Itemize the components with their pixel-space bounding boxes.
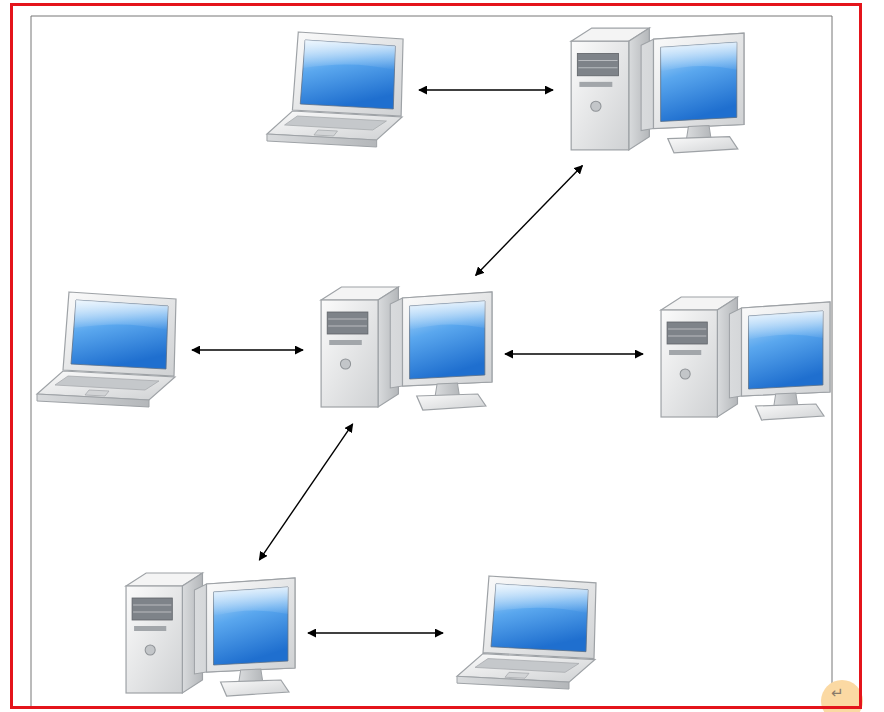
desktop-computer bbox=[120, 570, 296, 700]
laptop-computer bbox=[455, 574, 600, 692]
network-link bbox=[476, 166, 583, 276]
desktop-icon bbox=[315, 284, 493, 414]
laptop-icon bbox=[455, 574, 600, 692]
desktop-computer bbox=[655, 294, 831, 424]
inner-frame bbox=[832, 16, 833, 706]
network-link bbox=[419, 89, 553, 90]
inner-frame bbox=[31, 16, 832, 17]
network-link bbox=[192, 349, 303, 350]
network-link bbox=[308, 632, 443, 633]
desktop-icon bbox=[120, 570, 296, 700]
laptop-icon bbox=[35, 290, 180, 410]
laptop-computer bbox=[265, 30, 407, 150]
laptop-computer bbox=[35, 290, 180, 410]
inner-frame bbox=[31, 16, 32, 706]
desktop-icon bbox=[565, 25, 745, 157]
return-badge: ↵ bbox=[821, 680, 863, 712]
network-link bbox=[259, 424, 352, 560]
network-link bbox=[505, 353, 643, 354]
desktop-computer bbox=[315, 284, 493, 414]
desktop-icon bbox=[655, 294, 831, 424]
desktop-computer bbox=[565, 25, 745, 157]
laptop-icon bbox=[265, 30, 407, 150]
